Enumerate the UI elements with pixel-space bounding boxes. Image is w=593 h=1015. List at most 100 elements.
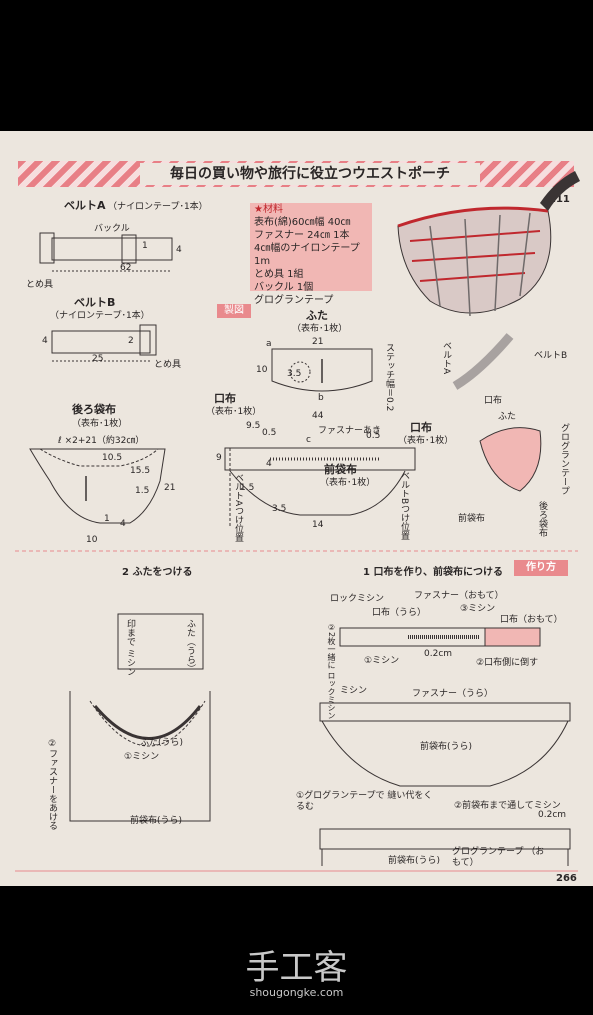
dim-b-2: 2: [128, 336, 134, 346]
ushiro-bukuro-shape: [29, 448, 166, 524]
dim-u-10: 10: [86, 535, 98, 545]
mae-subtitle: （表布･1枚）: [320, 478, 376, 488]
s1-grog-omote: グログランテープ （おもて）: [452, 847, 545, 868]
belt-b-shape: [51, 330, 151, 354]
dim-f-05b: 0.5: [366, 431, 381, 441]
dim-b-4: 4: [42, 336, 48, 346]
pattern-line-art: [15, 171, 580, 872]
mae-bukuro-shape: [229, 470, 406, 516]
mae-title: 前袋布: [324, 463, 357, 476]
tsukurikata-badge: 作り方: [514, 560, 568, 576]
futa-subtitle: （表布･1枚）: [292, 324, 348, 334]
ushiro-subtitle: （表布･1枚）: [72, 419, 128, 429]
dim-f-35: 3.5: [287, 369, 302, 379]
dim-f-10: 10: [256, 365, 268, 375]
dim-f-44: 44: [312, 411, 324, 421]
s1-kuchi-omote: 口布（おもて）: [500, 615, 563, 625]
belt-a-shape: [51, 237, 173, 261]
dim-m-35: 3.5: [272, 504, 287, 514]
dim-m-14: 14: [312, 520, 324, 530]
illus-mae: 前袋布: [458, 514, 486, 524]
materials-line: 4㎝幅のナイロンテープ 1m: [254, 243, 360, 267]
dim-f-95: 9.5: [246, 421, 261, 431]
stitch-label: ステッチ幅＝0.2: [384, 343, 394, 412]
dim-u-1: 1: [104, 514, 110, 524]
fastener-aki-label: ファスナーあき: [318, 426, 382, 436]
materials-line: とめ具 1組: [254, 269, 304, 280]
kuchi2-subtitle: （表布･1枚）: [398, 436, 454, 446]
dim-u-15a: 1.5: [135, 486, 150, 496]
kuchi-title: 口布: [214, 392, 236, 405]
dim-f-05: 0.5: [262, 428, 277, 438]
step2-heading: 2 ふたをつける: [122, 567, 193, 578]
step2-bag-outline: [69, 691, 211, 822]
dim-u-105: 10.5: [102, 453, 123, 463]
materials-heading: ★材料: [254, 204, 283, 215]
dim-a-4: 4: [176, 245, 182, 255]
illus-kuchi: 口布: [484, 396, 503, 406]
s1-lock: ロックミシン: [330, 594, 385, 604]
s2-mae-ura: 前袋布(うら): [130, 816, 183, 826]
step2-inset: [117, 613, 204, 670]
step1-heading: 1 口布を作り、前袋布につける: [363, 567, 504, 578]
s1-mishin1: ①ミシン: [364, 656, 400, 666]
dim-u-4: 4: [120, 519, 126, 529]
s1-mishin-mae: ②前袋布まで通してミシン: [454, 801, 561, 811]
page-number-top: 211: [549, 194, 570, 205]
s1-kuchi-ura: 口布（うら）: [372, 608, 427, 618]
title-bar: 毎日の買い物や旅行に役立つウエストポーチ: [18, 161, 574, 187]
step1-fastener-strip: [319, 702, 571, 722]
s1-taosu: ②口布側に倒す: [476, 658, 539, 668]
dim-f-9: 9: [216, 453, 222, 463]
s1-2mai: ②2枚一緒に ロックミシン: [327, 623, 336, 720]
illus-futa: ふた: [498, 412, 517, 422]
s2-inset-b: ふた（うら）: [185, 619, 195, 673]
dim-b-25: 25: [92, 354, 104, 364]
page-number-bottom: 266: [556, 873, 577, 884]
dim-f-b: b: [318, 393, 324, 403]
illus-ushiro: 後ろ袋布: [537, 501, 547, 537]
s2-fastener: ②ファスナーをあける: [47, 739, 57, 830]
step1-mae-outline: [321, 720, 569, 787]
illus-belt-b: ベルトB: [534, 351, 568, 361]
seizu-badge: 製図: [217, 304, 251, 318]
s1-grog-kurumu: ①グログランテープで 縫い代をくるむ: [296, 791, 433, 812]
dim-f-4: 4: [266, 459, 272, 469]
s1-mishin3: ③ミシン: [460, 604, 496, 614]
tome-b-label: とめ具: [154, 360, 182, 370]
materials-box: ★材料 表布(綿)60㎝幅 40㎝ ファスナー 24㎝ 1本 4㎝幅のナイロンテ…: [250, 203, 372, 306]
dim-f-21: 21: [312, 337, 324, 347]
dim-m-15: 1.5: [240, 483, 255, 493]
s1-02: 0.2cm: [424, 649, 453, 659]
bag-illustration: [397, 171, 580, 492]
s1-fastener-ura: ファスナー（うら）: [412, 689, 494, 699]
futa-title: ふた: [306, 309, 328, 322]
belt-a-subtitle: （ナイロンテープ･1本）: [108, 202, 208, 212]
s1-mae-ura: 前袋布(うら): [420, 742, 473, 752]
s1-02b: 0.2cm: [538, 810, 567, 820]
step1-grog-strip: [319, 828, 571, 850]
dim-a-62: 62: [120, 263, 132, 273]
dim-u-155: 15.5: [130, 466, 151, 476]
materials-line: グログランテープ: [254, 295, 334, 306]
s2-futa-ura: ふた(うら): [140, 738, 184, 748]
dim-u-21: 21: [164, 483, 176, 493]
belt-a-title: ベルトA: [64, 199, 106, 212]
materials-line: バックル 1個: [254, 282, 314, 293]
illus-grog: グログランテープ: [559, 423, 569, 495]
kuchi-subtitle: （表布･1枚）: [206, 407, 262, 417]
s1-mishin: ミシン: [340, 686, 368, 696]
materials-line: ファスナー 24㎝ 1本: [254, 230, 350, 241]
materials-line: 表布(綿)60㎝幅 40㎝: [254, 217, 351, 228]
belt-b-title: ベルトB: [74, 296, 116, 309]
ushiro-dim: ℓ ×2+21（約32㎝）: [58, 436, 145, 446]
page-title: 毎日の買い物や旅行に役立つウエストポーチ: [140, 163, 480, 185]
buckle-shape: [39, 232, 55, 264]
belt-b-subtitle: （ナイロンテープ･1本）: [50, 311, 150, 321]
s1-fastener-omote: ファスナー（おもて）: [414, 591, 504, 601]
belt-a-end: [121, 234, 137, 264]
belt-a-tsuke-label: ベルトAつけ位置: [233, 473, 243, 543]
kuchi2-title: 口布: [410, 421, 432, 434]
s2-mishin: ①ミシン: [124, 752, 160, 762]
dim-a-1: 1: [142, 241, 148, 251]
